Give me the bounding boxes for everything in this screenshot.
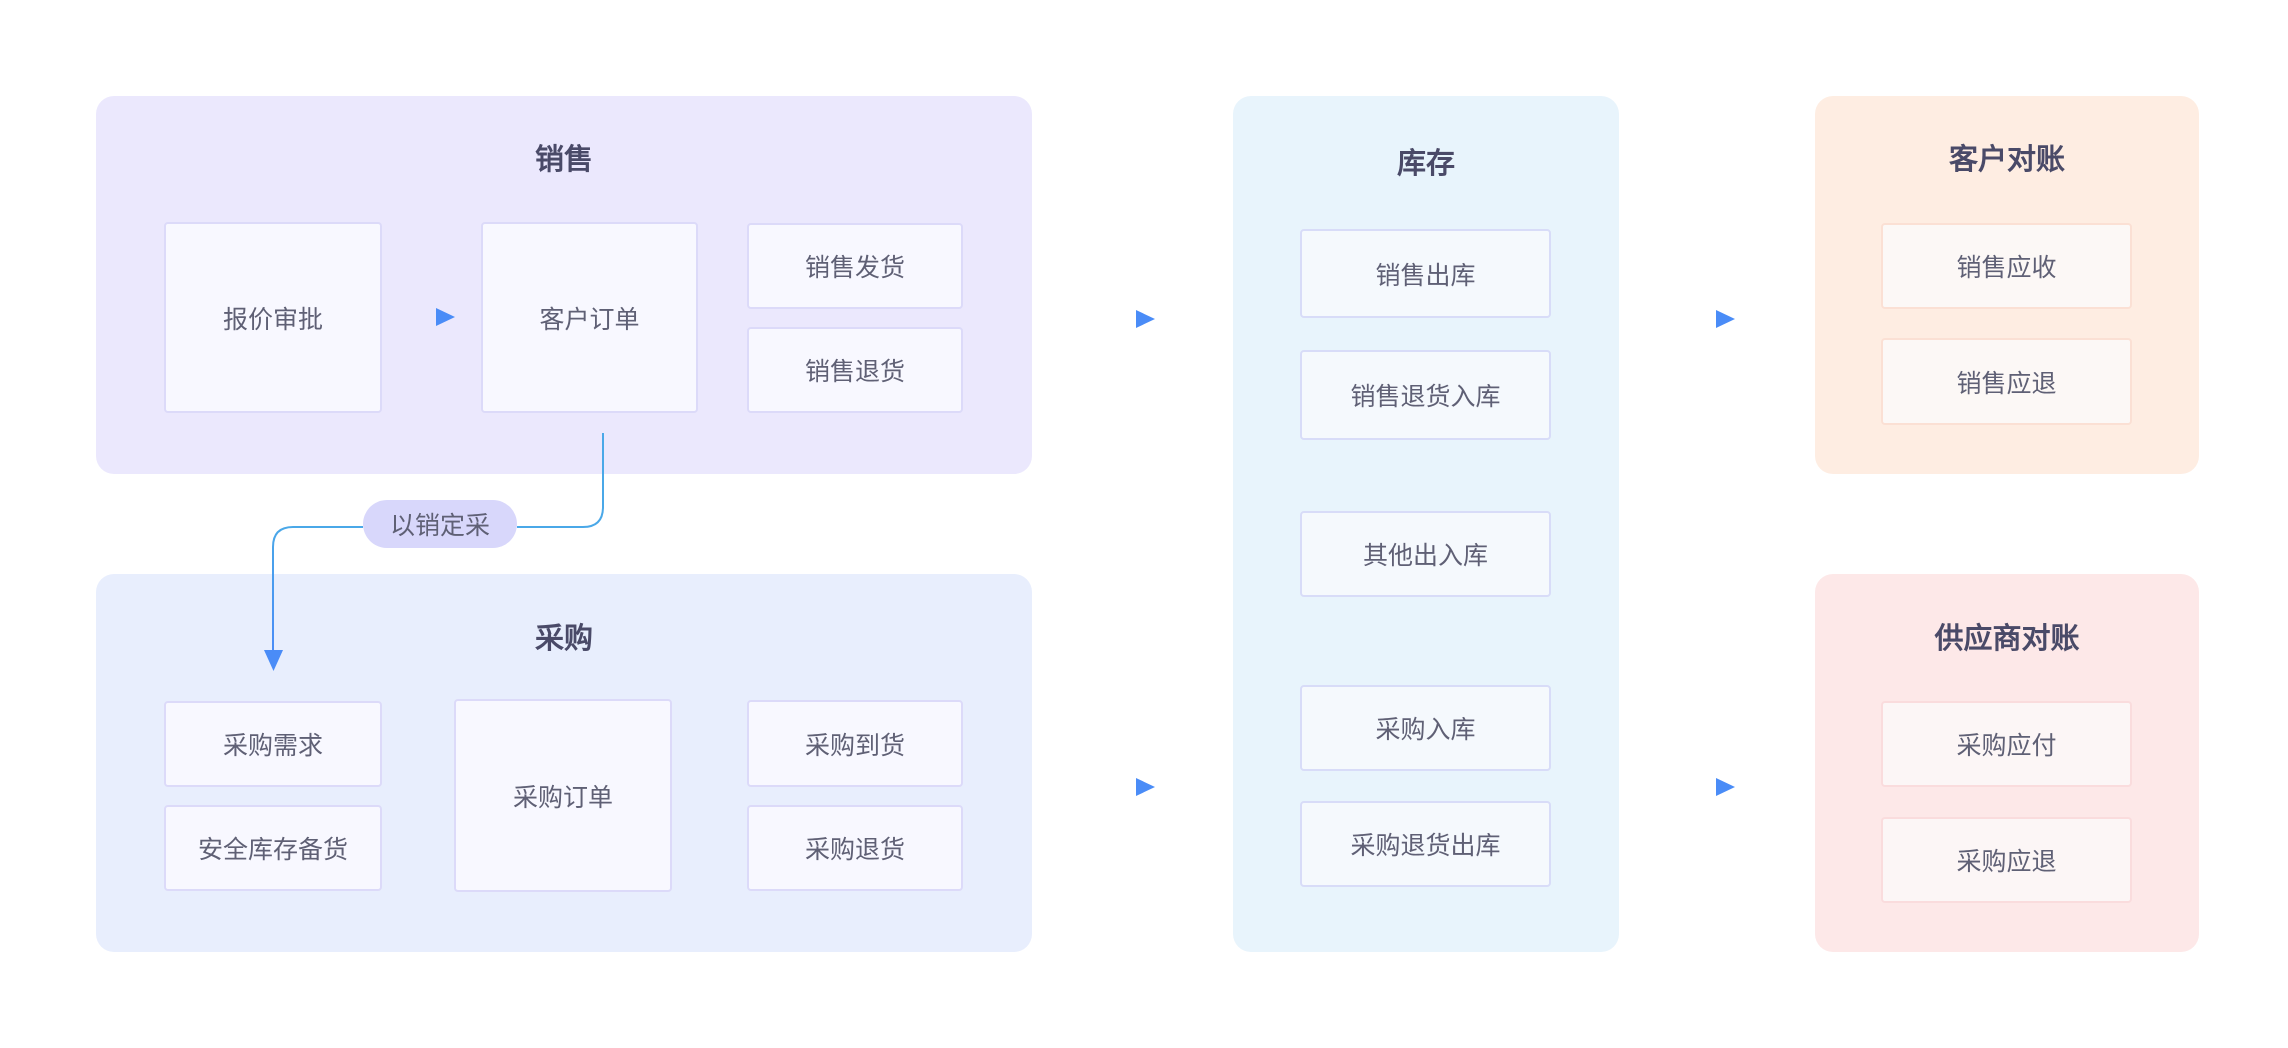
inventory-item-label: 采购入库: [1375, 715, 1476, 744]
supplier-reconciliation-item-label: 采购应退: [1956, 847, 2057, 876]
inventory-item-label: 其他出入库: [1362, 541, 1488, 570]
customer-reconciliation-item[interactable]: 销售应退: [1881, 338, 2132, 425]
purchase-return-card[interactable]: 采购退货: [747, 805, 963, 891]
safety-stock-label: 安全库存备货: [197, 835, 348, 864]
purchase-title: 采购: [534, 621, 593, 655]
supplier-reconciliation-item[interactable]: 采购应付: [1881, 701, 2132, 787]
right-arrow-icon: [1109, 778, 1155, 796]
customer-reconciliation-item-label: 销售应退: [1956, 368, 2057, 398]
sales-shipment-label: 销售发货: [804, 253, 905, 282]
sales-return-card[interactable]: 销售退货: [747, 327, 963, 413]
right-arrow-icon: [1689, 310, 1735, 328]
supplier-reconciliation-title: 供应商对账: [1934, 621, 2080, 655]
right-arrow-icon: [1689, 778, 1735, 796]
inventory-item[interactable]: 采购退货出库: [1300, 801, 1551, 887]
supplier-reconciliation-item[interactable]: 采购应退: [1881, 817, 2132, 903]
purchase-return-label: 采购退货: [804, 835, 905, 864]
inventory-item[interactable]: 销售出库: [1300, 229, 1551, 318]
inventory-item-label: 采购退货出库: [1350, 831, 1501, 860]
sales-title: 销售: [534, 142, 593, 176]
purchase-order-label: 采购订单: [512, 782, 613, 812]
purchase-order-card[interactable]: 采购订单: [454, 699, 672, 892]
sales-return-label: 销售退货: [804, 357, 905, 386]
inventory-item-label: 销售退货入库: [1350, 382, 1501, 411]
inventory-title: 库存: [1396, 146, 1455, 180]
quote-approval-label: 报价审批: [222, 304, 323, 334]
safety-stock-card[interactable]: 安全库存备货: [164, 805, 382, 891]
right-arrow-icon: [1109, 310, 1155, 328]
purchase-arrival-label: 采购到货: [804, 730, 905, 760]
inventory-item[interactable]: 其他出入库: [1300, 511, 1551, 597]
sales-driven-purchase-badge: 以销定采: [363, 500, 517, 548]
supplier-reconciliation-item-label: 采购应付: [1956, 731, 2057, 760]
inventory-item[interactable]: 采购入库: [1300, 685, 1551, 771]
customer-reconciliation-item[interactable]: 销售应收: [1881, 223, 2132, 309]
purchase-requirement-card[interactable]: 采购需求: [164, 701, 382, 787]
customer-order-label: 客户订单: [539, 304, 640, 334]
customer-reconciliation-title: 客户对账: [1948, 142, 2065, 176]
quote-approval-card[interactable]: 报价审批: [164, 222, 382, 413]
inventory-item-label: 销售出库: [1375, 260, 1476, 290]
purchase-arrival-card[interactable]: 采购到货: [747, 700, 963, 787]
sales-shipment-card[interactable]: 销售发货: [747, 223, 963, 309]
customer-reconciliation-item-label: 销售应收: [1956, 253, 2057, 282]
inventory-item[interactable]: 销售退货入库: [1300, 350, 1551, 440]
customer-order-card[interactable]: 客户订单: [481, 222, 698, 413]
sales-driven-purchase-label: 以销定采: [389, 511, 490, 540]
purchase-requirement-label: 采购需求: [222, 731, 323, 760]
